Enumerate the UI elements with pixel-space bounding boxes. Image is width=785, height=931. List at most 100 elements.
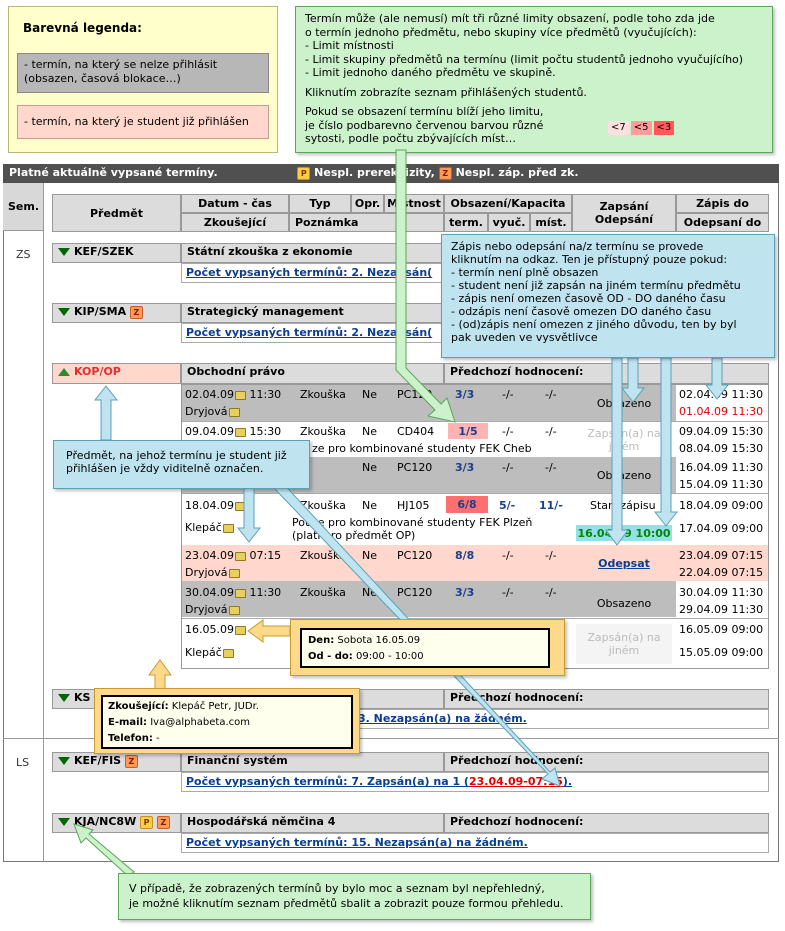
- tooltip-phone-value: -: [156, 733, 160, 744]
- term-date: 30.04.09 11:30: [185, 586, 282, 599]
- tooltip-day-value: Sobota 16.05.09: [337, 635, 421, 646]
- unenroll-link-text[interactable]: Odepsat: [598, 556, 650, 570]
- terms-count-text[interactable]: Počet vypsaných termínů: 2. Nezapsán(: [186, 326, 433, 339]
- collapse-arrow-icon[interactable]: [58, 694, 70, 702]
- examiner-tooltip-frame: Zkoušející: Klepáč Petr, JUDr. E-mail: I…: [94, 688, 360, 754]
- collapse-arrow-icon[interactable]: [58, 818, 70, 826]
- enrolled-subject-note-line: přihlášen je vždy viditelně označen.: [66, 462, 264, 475]
- term-type: Zkouška: [300, 499, 346, 512]
- table-row-enrolled: [182, 545, 768, 581]
- terms-count-text[interactable]: Počet vypsaných termínů: 7. Zapsán(a) na…: [186, 775, 469, 788]
- previous-grades-label: Předchozí hodnocení:: [444, 363, 769, 384]
- subject-name: Obchodní právo: [181, 363, 444, 384]
- credit-badge-icon: Z: [156, 815, 170, 829]
- comment-icon[interactable]: [222, 523, 234, 533]
- tooltip-examiner-value: Klepáč Petr, JUDr.: [171, 701, 259, 712]
- term-capacity[interactable]: 8/8: [455, 549, 475, 562]
- collapse-arrow-icon[interactable]: [58, 248, 70, 256]
- header-retake: Opr.: [351, 194, 384, 213]
- header-enroll: Zapsání Odepsání: [572, 194, 676, 232]
- term-teacher-capacity: -/-: [502, 586, 514, 599]
- term-capacity[interactable]: 1/5: [448, 423, 488, 439]
- terms-count-link[interactable]: Počet vypsaných termínů: 7. Zapsán(a) na…: [181, 772, 769, 792]
- credit-badge-icon: Z: [124, 754, 138, 768]
- comment-icon[interactable]: [228, 605, 240, 615]
- comment-icon[interactable]: [234, 390, 246, 400]
- subject-toggle-sma[interactable]: KIP/SMA Z: [52, 303, 181, 323]
- enroll-rules-line: pak uveden ve vysvětlivce: [451, 331, 598, 344]
- unenroll-link[interactable]: Odepsat: [572, 545, 676, 581]
- annotation-arrow: [247, 619, 291, 643]
- annotation-arrow: [395, 149, 456, 423]
- enroll-rules-line: - student není již zapsán na jiném termí…: [451, 279, 741, 292]
- semester-header: Sem.: [3, 183, 44, 231]
- term-status: Start zápisu: [590, 499, 656, 512]
- capacity-note-line: - Limit skupiny předmětů na termínu (lim…: [305, 52, 744, 66]
- comment-icon[interactable]: [228, 568, 240, 578]
- term-room: PC120: [397, 461, 433, 474]
- term-capacity[interactable]: 6/8: [446, 496, 488, 513]
- collapse-arrow-icon[interactable]: [58, 308, 70, 316]
- enroll-rules-line: - (od)zápis není omezen z jiného důvodu,…: [451, 318, 737, 331]
- term-teacher-capacity: -/-: [502, 549, 514, 562]
- term-date: 02.04.09 11:30: [185, 388, 282, 401]
- capacity-chips: <7<5<3: [608, 120, 676, 135]
- subject-toggle-szek[interactable]: KEF/SZEK: [52, 243, 181, 263]
- collapse-note-line: je možné kliknutím seznam předmětů sbali…: [129, 897, 564, 910]
- term-room-capacity: -/-: [545, 425, 557, 438]
- term-capacity[interactable]: 3/3: [455, 388, 475, 401]
- term-room: PC120: [397, 586, 433, 599]
- term-enroll-until: 16.04.09 11:30: [679, 461, 764, 474]
- terms-count-text[interactable]: 3. Nezapsán(a) na žádném.: [358, 712, 527, 725]
- legend-pink-item: - termín, na který je student již přihlá…: [17, 105, 269, 139]
- term-retake: Ne: [362, 461, 377, 474]
- capacity-note-line: - Limit jednoho daného předmětu ve skupi…: [305, 66, 556, 79]
- annotation-arrow: [73, 823, 135, 877]
- date-tooltip: Den: Sobota 16.05.09 Od - do: 09:00 - 10…: [300, 628, 550, 668]
- term-note: ze pro kombinované studenty FEK Cheb: [312, 442, 532, 455]
- subject-toggle-op[interactable]: KOP/OP: [52, 363, 181, 384]
- term-unenroll-until: 15.05.09 09:00: [679, 646, 764, 659]
- term-room-capacity: -/-: [545, 586, 557, 599]
- collapse-arrow-icon[interactable]: [58, 757, 70, 765]
- examiner-tooltip: Zkoušející: Klepáč Petr, JUDr. E-mail: I…: [101, 695, 353, 749]
- term-note: Pouze pro kombinované studenty FEK Plzeň: [292, 516, 533, 529]
- subject-code: KEF/SZEK: [74, 245, 134, 258]
- comment-icon[interactable]: [222, 648, 234, 658]
- term-room-capacity: -/-: [545, 388, 557, 401]
- term-room-capacity[interactable]: 11/-: [539, 499, 563, 512]
- capacity-note-click: Kliknutím zobrazíte seznam přihlášených …: [305, 85, 587, 99]
- enrolled-subject-note: Předmět, na jehož termínu je student již…: [53, 440, 310, 489]
- subject-name: Státní zkouška z ekonomie: [181, 243, 444, 263]
- header-enroll-label: Zapsání: [599, 200, 649, 213]
- annotation-arrow: [653, 357, 679, 527]
- divider: [43, 183, 44, 862]
- term-type: Zkouška: [300, 388, 346, 401]
- tooltip-email-value: Iva@alphabeta.com: [150, 717, 251, 728]
- enroll-rules-line: Zápis nebo odepsání na/z termínu se prov…: [451, 240, 704, 253]
- annotation-arrow: [605, 357, 629, 546]
- expand-arrow-icon[interactable]: [58, 368, 70, 376]
- subject-code: KEF/FIS: [74, 754, 122, 767]
- chip-lt7: <7: [608, 121, 629, 135]
- term-capacity[interactable]: 3/3: [455, 461, 475, 474]
- enrolled-term-date[interactable]: 23.04.09-07:15: [468, 775, 563, 788]
- terms-count-text[interactable]: Počet vypsaných termínů: 2. Nezapsán(: [186, 266, 433, 279]
- comment-icon[interactable]: [234, 588, 246, 598]
- terms-count-text[interactable]: Počet vypsaných termínů: 15. Nezapsán(a)…: [186, 836, 528, 849]
- comment-icon[interactable]: [228, 407, 240, 417]
- term-date: 16.05.09: [185, 623, 246, 636]
- term-teacher-capacity[interactable]: 5/-: [499, 499, 516, 512]
- term-status: Zapsán(a) na jiném: [576, 624, 672, 664]
- comment-icon[interactable]: [234, 625, 246, 635]
- comment-icon[interactable]: [234, 427, 246, 437]
- table-row: [572, 457, 676, 493]
- term-status: Obsazeno: [596, 596, 652, 610]
- term-room: PC120: [397, 549, 433, 562]
- comment-icon[interactable]: [234, 551, 246, 561]
- terms-count-link[interactable]: Počet vypsaných termínů: 15. Nezapsán(a)…: [181, 833, 769, 853]
- terms-count-end[interactable]: ).: [562, 775, 573, 788]
- term-type: Zkouška: [300, 425, 346, 438]
- subject-toggle-fis[interactable]: KEF/FIS Z: [52, 752, 181, 772]
- term-capacity[interactable]: 3/3: [455, 586, 475, 599]
